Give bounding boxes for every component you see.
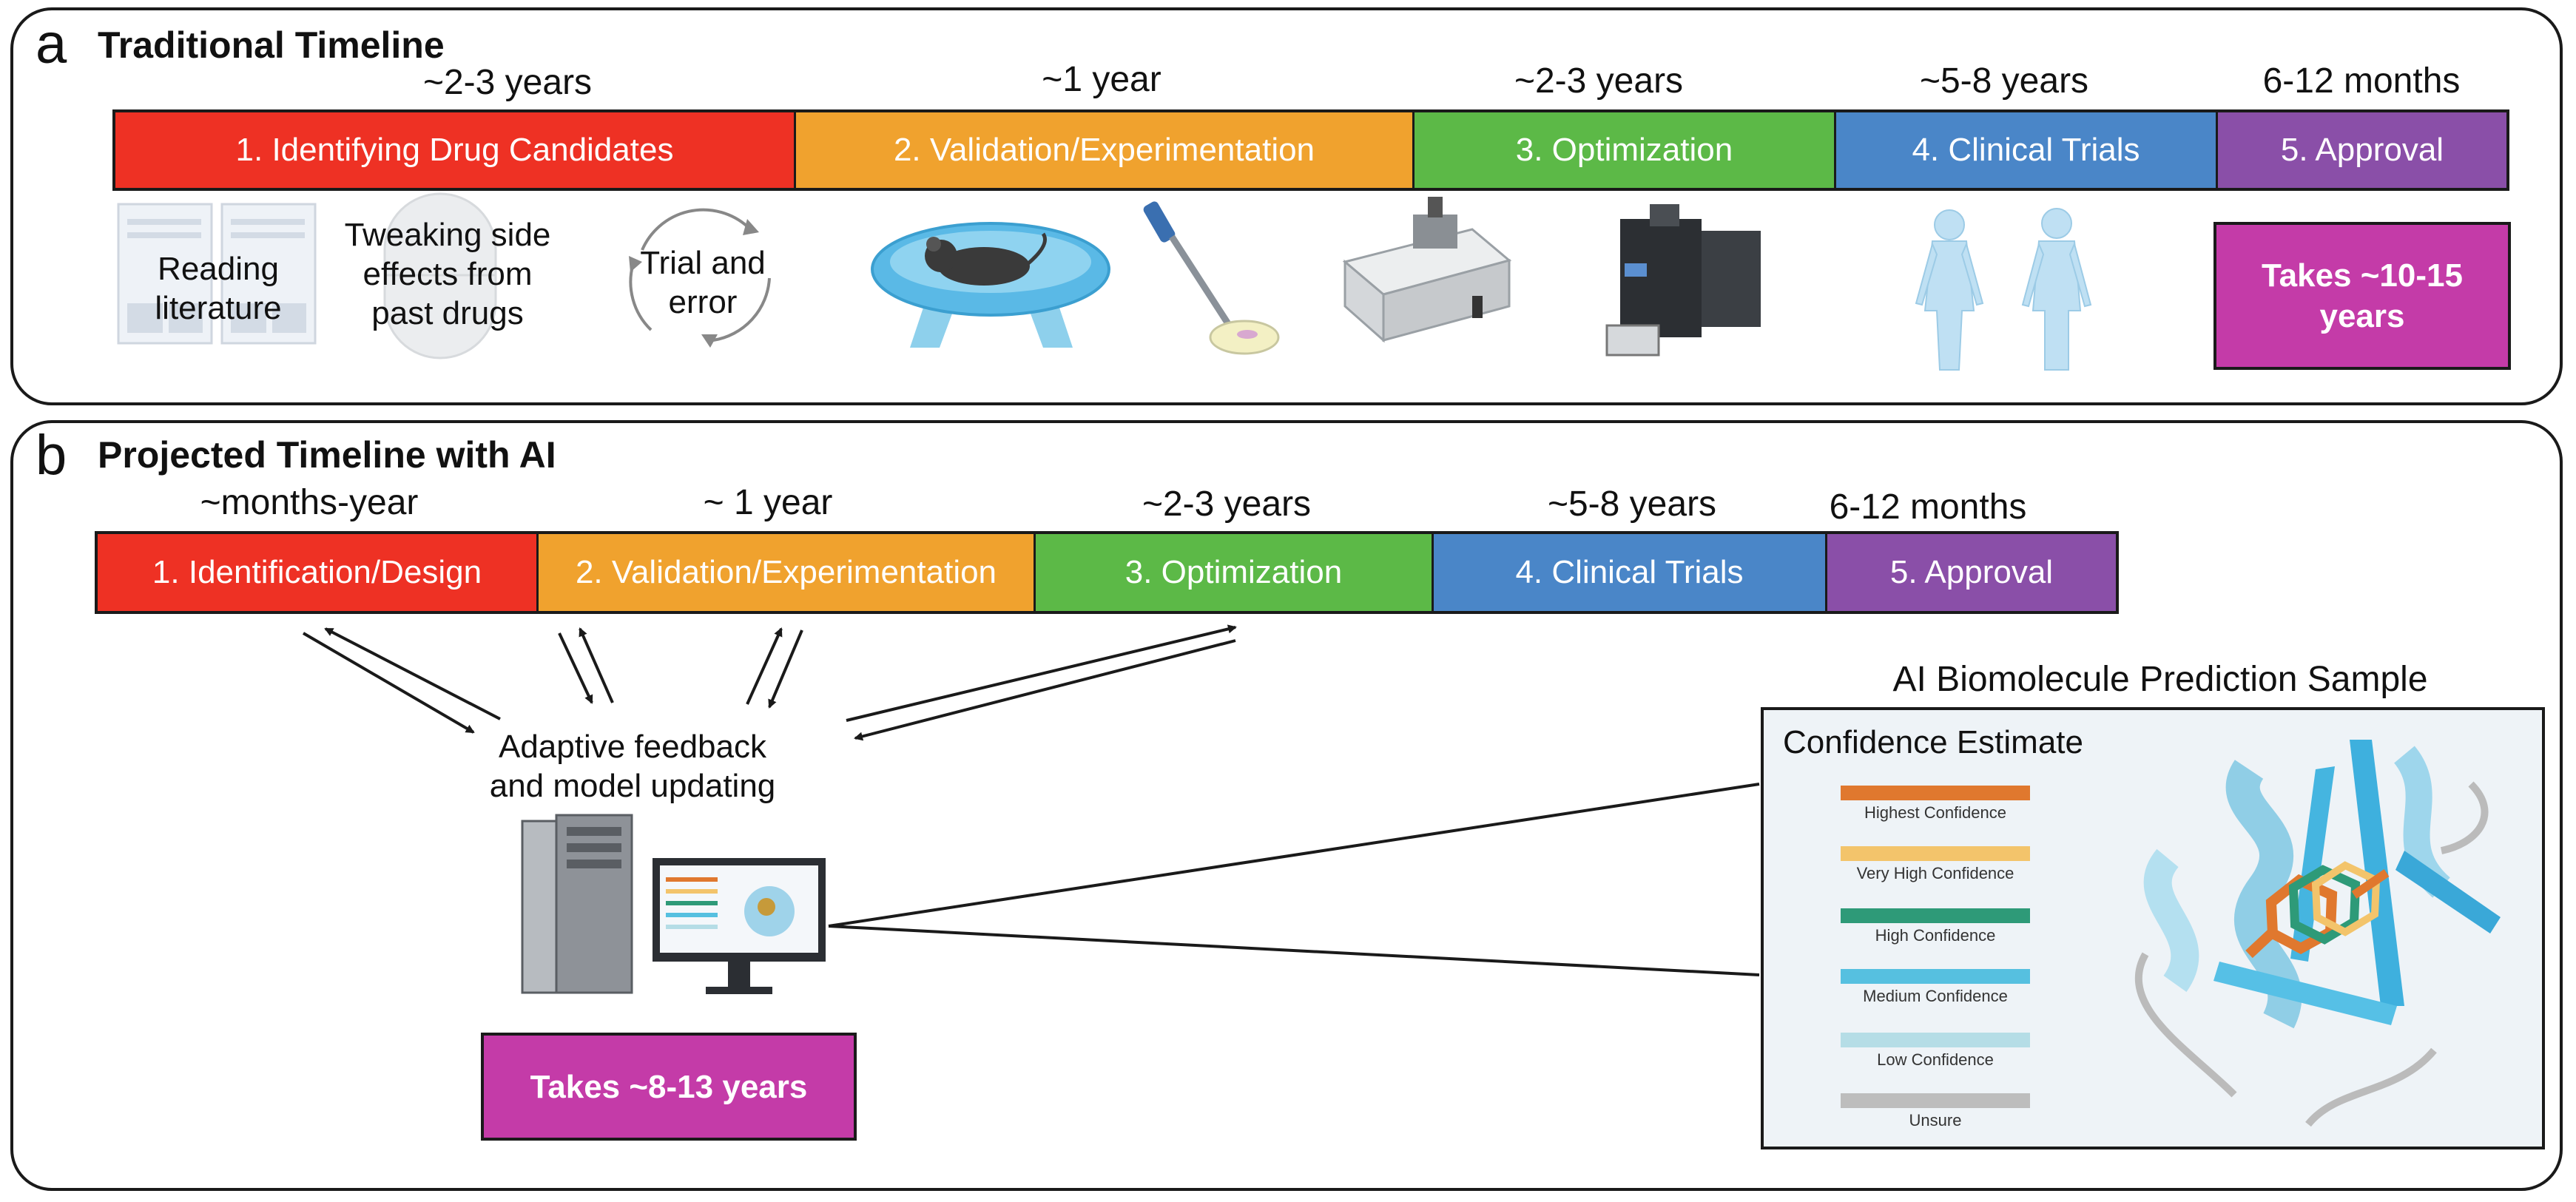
conf-label-very-high: Very High Confidence — [1856, 864, 2014, 882]
literature-pages-icon — [117, 203, 317, 345]
mouse-icon — [871, 222, 1110, 348]
conf-swatch-very-high — [1841, 846, 2030, 861]
stage-b-1: 1. Identification/Design — [98, 534, 539, 611]
cycle-arrows-icon — [629, 208, 771, 348]
feedback-arrows — [302, 624, 1237, 741]
duration-b-3: ~2-3 years — [1142, 484, 1312, 524]
takes-box-a: Takes ~10-15 years — [2213, 222, 2511, 370]
conf-label-unsure: Unsure — [1909, 1111, 1962, 1130]
stage-a-1: 1. Identifying Drug Candidates — [115, 112, 796, 188]
stage-b-4: 4. Clinical Trials — [1434, 534, 1827, 611]
conf-swatch-high — [1841, 908, 2030, 923]
conf-label-high: High Confidence — [1875, 926, 1996, 945]
conf-label-highest: Highest Confidence — [1864, 803, 2007, 822]
duration-b-4: ~5-8 years — [1547, 484, 1717, 524]
capsule-icon — [383, 192, 497, 359]
zoom-line-bottom — [828, 925, 1760, 976]
duration-a-1: ~2-3 years — [422, 63, 593, 102]
stage-a-3: 3. Optimization — [1415, 112, 1836, 188]
stage-b-3: 3. Optimization — [1036, 534, 1434, 611]
confidence-title: Confidence Estimate — [1783, 724, 2083, 760]
microscope-icon — [1605, 204, 1761, 357]
conf-label-medium: Medium Confidence — [1863, 987, 2008, 1005]
duration-a-5: 6-12 months — [2262, 61, 2461, 101]
stage-a-5: 5. Approval — [2218, 112, 2506, 188]
timeline-bar-b: 1. Identification/Design 2. Validation/E… — [95, 531, 2119, 614]
panel-a-label: a — [36, 13, 67, 75]
duration-a-3: ~2-3 years — [1514, 61, 1684, 101]
stage-b-5: 5. Approval — [1827, 534, 2116, 611]
duration-b-1: ~months-year — [200, 483, 419, 522]
takes-box-b: Takes ~8-13 years — [481, 1033, 857, 1141]
computer-tower-icon — [521, 814, 633, 994]
pipette-icon — [1143, 201, 1280, 355]
duration-b-5: 6-12 months — [1829, 487, 2027, 527]
protein-structure-icon — [2134, 740, 2501, 1127]
panel-a-title: Traditional Timeline — [98, 24, 445, 66]
timeline-bar-a: 1. Identifying Drug Candidates 2. Valida… — [112, 109, 2509, 191]
stage-a-2: 2. Validation/Experimentation — [796, 112, 1415, 188]
stage-a-4: 4. Clinical Trials — [1836, 112, 2218, 188]
feedback-caption: Adaptive feedback and model updating — [489, 729, 776, 804]
caption-reading: Reading literature — [155, 251, 282, 326]
conf-swatch-highest — [1841, 786, 2030, 800]
caption-trial-error: Trial and error — [640, 245, 766, 320]
sample-title: AI Biomolecule Prediction Sample — [1892, 660, 2428, 699]
stage-b-2: 2. Validation/Experimentation — [539, 534, 1036, 611]
conf-swatch-medium — [1841, 969, 2030, 984]
panel-b-title: Projected Timeline with AI — [98, 434, 556, 476]
monitor-icon — [653, 858, 826, 994]
zoom-line-top — [828, 783, 1760, 928]
duration-a-2: ~1 year — [1042, 60, 1161, 99]
lab-instrument-icon — [1342, 197, 1512, 343]
caption-tweaking: Tweaking side effects from past drugs — [344, 217, 551, 331]
panel-b-label: b — [36, 424, 67, 487]
conf-swatch-low — [1841, 1033, 2030, 1047]
conf-label-low: Low Confidence — [1877, 1050, 1994, 1069]
human-figures-icon — [1915, 208, 2092, 371]
duration-a-4: ~5-8 years — [1919, 61, 2089, 101]
conf-swatch-unsure — [1841, 1093, 2030, 1108]
duration-b-2: ~ 1 year — [703, 483, 833, 522]
